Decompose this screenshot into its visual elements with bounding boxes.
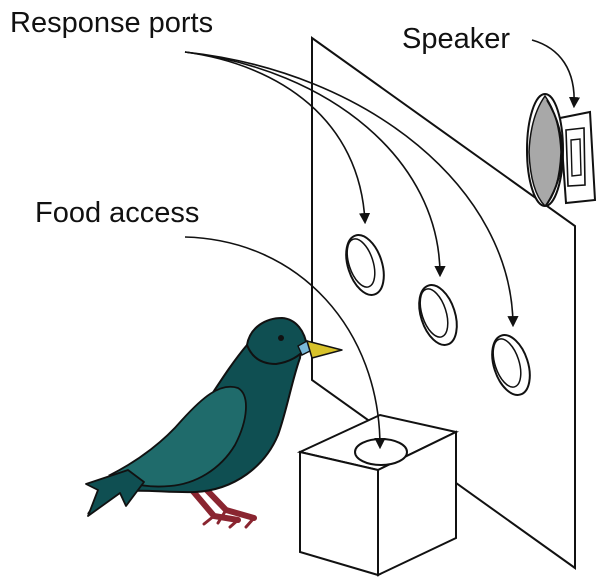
label-food-access: Food access: [35, 197, 199, 229]
food-access-hole: [354, 438, 408, 466]
bird-eye: [278, 335, 284, 341]
speaker-icon: [526, 93, 597, 208]
label-speaker: Speaker: [402, 23, 510, 55]
response-port-3: [491, 334, 531, 396]
starling-bird: [85, 316, 343, 529]
food-box: [296, 413, 460, 577]
arrow-to-port-2: [184, 51, 446, 278]
label-response-ports: Response ports: [10, 7, 213, 39]
arrow-to-speaker: [531, 39, 581, 109]
arrow-to-port-3: [184, 51, 519, 328]
arrow-to-port-1: [184, 51, 371, 225]
response-port-2: [418, 284, 458, 346]
arrow-to-food-access: [184, 236, 386, 450]
response-port-1: [345, 234, 385, 296]
